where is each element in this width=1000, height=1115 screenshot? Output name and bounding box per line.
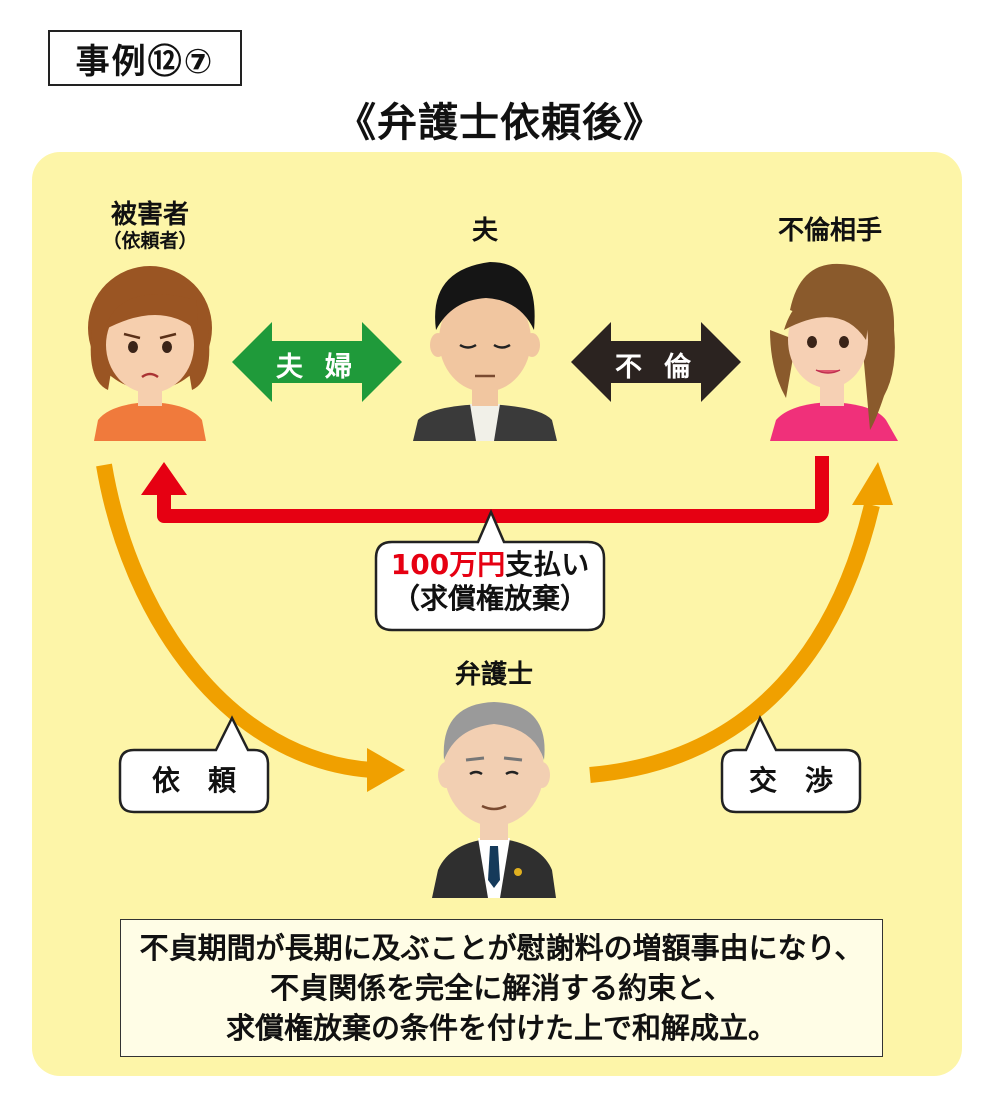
payment-note: （求償権放棄） [391, 582, 588, 615]
victim-avatar [88, 266, 212, 441]
negotiate-callout [720, 715, 862, 814]
request-arrow [96, 463, 405, 792]
case-label: 事例⑫⑦ [48, 30, 242, 86]
affair-label: 不倫 [615, 352, 713, 383]
victim-label: 被害者 （依頼者） [102, 200, 198, 252]
affair-arrow [571, 322, 741, 402]
payment-callout [374, 508, 606, 632]
summary-line: 求償権放棄の条件を付けた上で和解成立。 [225, 1011, 777, 1045]
payment-arrow [141, 456, 829, 523]
husband-label: 夫 [471, 216, 498, 246]
payment-amount: 100万円 [390, 548, 506, 581]
couple-label: 夫婦 [276, 352, 374, 383]
lawyer-label: 弁護士 [454, 660, 533, 690]
partner-label: 不倫相手 [777, 216, 882, 246]
request-callout [118, 715, 270, 814]
summary-box: 不貞期間が長期に及ぶことが慰謝料の増額事由になり、 不貞関係を完全に解消する約束… [120, 919, 883, 1057]
payment-text: 100万円支払い （求償権放棄） [376, 548, 604, 616]
summary-line: 不貞関係を完全に解消する約束と、 [270, 971, 733, 1005]
husband-avatar [413, 262, 557, 441]
couple-arrow [232, 322, 402, 402]
summary-line: 不貞期間が長期に及ぶことが慰謝料の増額事由になり、 [139, 931, 864, 965]
lawyer-avatar [432, 702, 556, 898]
payment-action: 支払い [505, 548, 590, 581]
partner-avatar [770, 263, 898, 441]
request-text: 依 頼 [151, 764, 236, 797]
negotiate-arrow [589, 462, 893, 783]
page-title: 《弁護士依頼後》 [336, 100, 664, 146]
negotiate-text: 交 渉 [748, 764, 833, 797]
